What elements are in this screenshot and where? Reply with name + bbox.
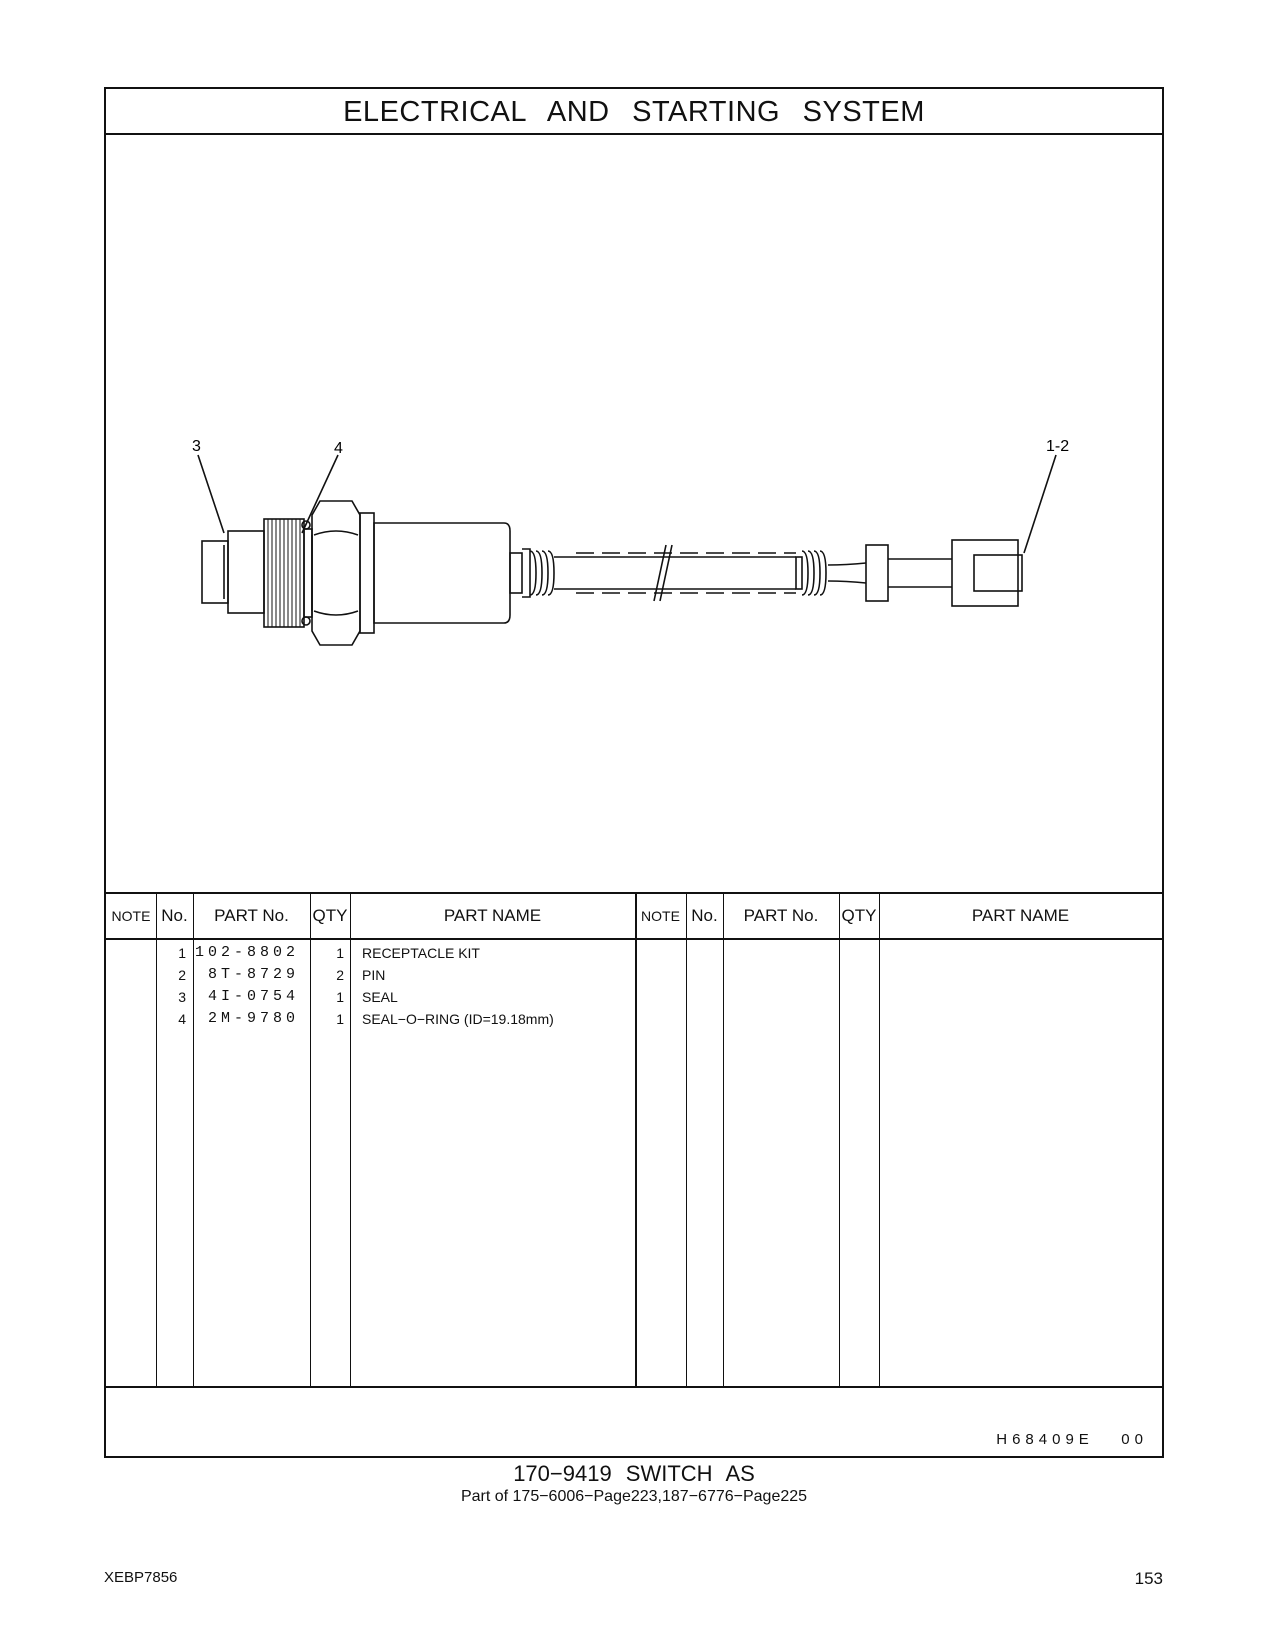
header-part-name-2: PART NAME xyxy=(971,906,1070,925)
col-divider xyxy=(723,894,724,1386)
header-no-2: No. xyxy=(691,906,718,925)
header-qty: QTY xyxy=(312,906,348,925)
header-part-name: PART NAME xyxy=(443,906,542,925)
row-no: 1 xyxy=(178,945,186,961)
header-note-2: NOTE xyxy=(641,908,680,924)
document-id: XEBP7856 xyxy=(104,1569,178,1586)
callout-3: 3 xyxy=(192,438,201,455)
row-part-no: 102-8802 xyxy=(194,944,299,961)
row-no: 3 xyxy=(178,989,186,1005)
row-part-name: RECEPTACLE KIT xyxy=(362,945,480,961)
illustration-code: H68409E 00 xyxy=(996,1431,1148,1448)
row-qty: 1 xyxy=(336,1011,344,1027)
row-part-no: 2M-9780 xyxy=(207,1010,299,1027)
header-part-no-2: PART No. xyxy=(743,906,819,925)
row-part-name: PIN xyxy=(362,967,386,983)
section-title: ELECTRICAL AND STARTING SYSTEM xyxy=(106,89,1162,135)
col-divider xyxy=(193,894,194,1386)
parts-table: NOTE No. PART No. QTY PART NAME NOTE No.… xyxy=(106,892,1162,1388)
row-no: 4 xyxy=(178,1011,186,1027)
col-divider xyxy=(686,894,687,1386)
col-divider xyxy=(839,894,840,1386)
row-qty: 1 xyxy=(336,989,344,1005)
row-no: 2 xyxy=(178,967,186,983)
col-divider xyxy=(156,894,157,1386)
assembly-parent-reference: Part of 175−6006−Page223,187−6776−Page22… xyxy=(460,1488,808,1505)
col-divider xyxy=(635,894,637,1386)
row-part-name: SEAL xyxy=(362,989,398,1005)
row-qty: 2 xyxy=(336,967,344,983)
row-part-name: SEAL−O−RING (ID=19.18mm) xyxy=(362,1011,554,1027)
header-qty-2: QTY xyxy=(841,906,877,925)
col-divider xyxy=(879,894,880,1386)
col-divider xyxy=(310,894,311,1386)
col-divider xyxy=(350,894,351,1386)
header-note: NOTE xyxy=(111,908,151,924)
callout-4: 4 xyxy=(334,440,343,457)
page-frame: ELECTRICAL AND STARTING SYSTEM xyxy=(104,87,1164,1458)
row-qty: 1 xyxy=(336,945,344,961)
assembly-title: 170−9419 SWITCH AS xyxy=(513,1461,755,1486)
switch-illustration: 3 4 1-2 xyxy=(192,438,1069,646)
row-part-no: 4I-0754 xyxy=(207,988,299,1005)
row-part-no: 8T-8729 xyxy=(207,966,299,983)
page-number: 153 xyxy=(1134,1569,1163,1588)
callout-1-2: 1-2 xyxy=(1046,438,1069,455)
header-rule xyxy=(106,938,1162,940)
header-no: No. xyxy=(161,906,188,925)
header-part-no: PART No. xyxy=(214,906,289,925)
